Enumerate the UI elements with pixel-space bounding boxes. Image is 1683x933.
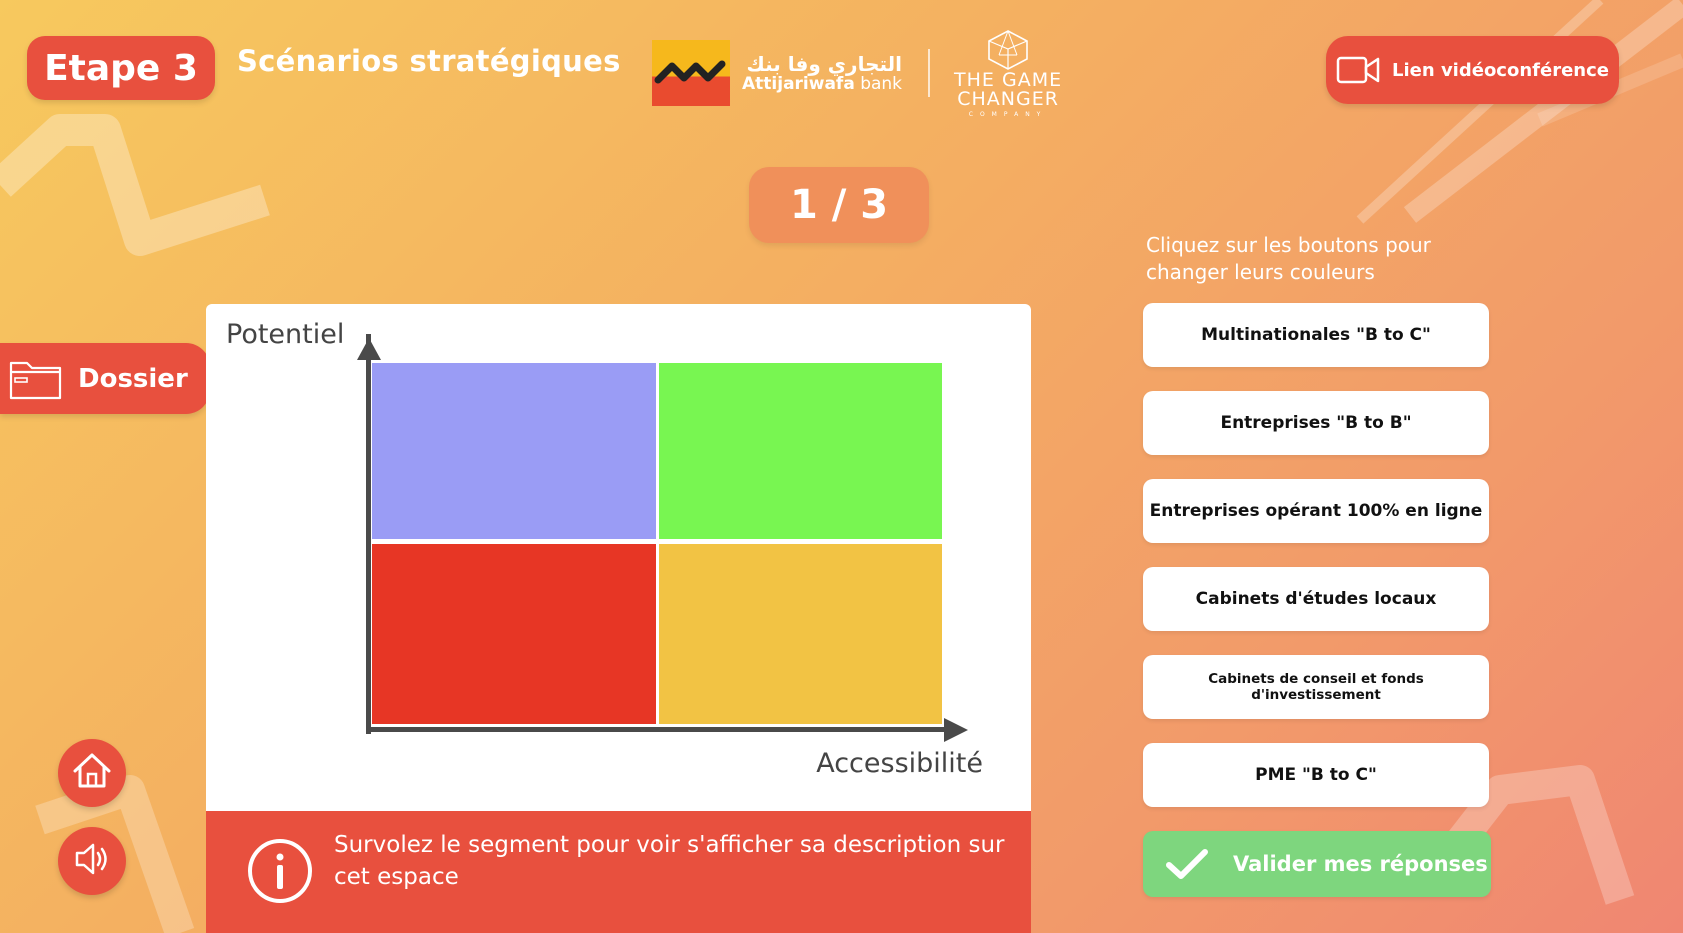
attijariwafa-arabic: التجاري وفا بنك <box>746 51 903 76</box>
attijariwafa-name: Attijariwafa <box>742 73 855 94</box>
game-changer-icon <box>988 29 1028 70</box>
validate-label: Valider mes réponses <box>1233 852 1488 876</box>
quadrant-top-left[interactable] <box>372 363 656 539</box>
attijariwafa-wordmark: التجاري وفا بنك Attijariwafa bank <box>742 53 902 94</box>
info-icon <box>246 837 314 905</box>
segment-label: PME "B to C" <box>1255 765 1377 785</box>
x-axis-arrow <box>944 718 968 742</box>
checkmark-icon <box>1165 847 1209 881</box>
counter-text: 1 / 3 <box>789 182 889 228</box>
quadrant-bottom-right[interactable] <box>659 544 942 724</box>
video-conference-button[interactable]: Lien vidéoconférence <box>1326 36 1619 104</box>
logo-divider <box>928 49 931 97</box>
segment-label: Multinationales "B to C" <box>1201 325 1431 345</box>
game-changer-line3: COMPANY <box>968 110 1048 118</box>
sound-button[interactable] <box>58 827 126 895</box>
game-changer-logo: THE GAME CHANGER COMPANY <box>954 29 1062 118</box>
x-axis-label: Accessibilité <box>816 748 983 779</box>
segment-label: Entreprises opérant 100% en ligne <box>1149 501 1483 521</box>
segment-description-area: Survolez le segment pour voir s'afficher… <box>206 811 1031 933</box>
segment-button[interactable]: Cabinets de conseil et fonds d'investiss… <box>1143 655 1489 719</box>
home-icon <box>71 750 113 796</box>
x-axis <box>366 727 956 732</box>
strategy-matrix: Potentiel Accessibilité <box>206 304 1031 811</box>
y-axis <box>366 334 371 734</box>
video-camera-icon <box>1336 55 1380 85</box>
segment-button[interactable]: Cabinets d'études locaux <box>1143 567 1489 631</box>
attijariwafa-bank: bank <box>854 73 903 94</box>
dossier-label: Dossier <box>78 363 188 394</box>
segment-label: Cabinets de conseil et fonds d'investiss… <box>1208 671 1424 703</box>
segment-button[interactable]: PME "B to C" <box>1143 743 1489 807</box>
segment-label: Entreprises "B to B" <box>1220 413 1412 433</box>
video-conference-label: Lien vidéoconférence <box>1392 59 1609 81</box>
segment-button[interactable]: Multinationales "B to C" <box>1143 303 1489 367</box>
segments-instruction: Cliquez sur les boutons pour changer leu… <box>1146 233 1431 284</box>
segment-button[interactable]: Entreprises "B to B" <box>1143 391 1489 455</box>
segment-button[interactable]: Entreprises opérant 100% en ligne <box>1143 479 1489 543</box>
page-title: Scénarios stratégiques <box>237 44 621 78</box>
dossier-button[interactable]: Dossier <box>0 343 210 414</box>
home-button[interactable] <box>58 739 126 807</box>
quadrant-top-right[interactable] <box>659 363 942 539</box>
segment-label: Cabinets d'études locaux <box>1195 589 1437 609</box>
game-changer-line2: CHANGER <box>957 87 1059 110</box>
partner-logos: التجاري وفا بنك Attijariwafa bank THE GA… <box>652 29 1062 118</box>
quadrant-bottom-left[interactable] <box>372 544 656 724</box>
step-badge: Etape 3 <box>27 36 215 100</box>
info-text: Survolez le segment pour voir s'afficher… <box>334 832 1005 890</box>
scenario-counter: 1 / 3 <box>749 167 929 243</box>
y-axis-arrow <box>357 338 381 360</box>
attijariwafa-logo-icon <box>652 40 730 106</box>
y-axis-label: Potentiel <box>226 319 345 350</box>
step-label: Etape 3 <box>44 47 198 89</box>
speaker-icon <box>71 838 113 884</box>
folder-icon <box>8 355 64 403</box>
game-changer-line1: THE GAME <box>954 68 1063 91</box>
validate-button[interactable]: Valider mes réponses <box>1143 831 1491 897</box>
